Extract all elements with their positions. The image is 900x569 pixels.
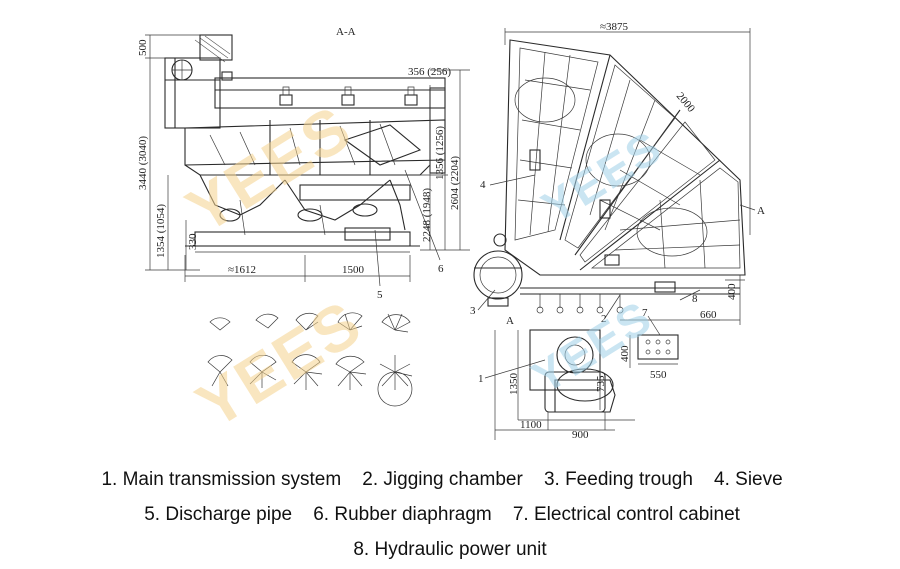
dim-330: 330 [187, 233, 199, 250]
callout-4: 4 [480, 179, 486, 191]
dim-1500: 1500 [342, 264, 365, 276]
callout-6: 6 [438, 263, 444, 275]
dim-400-right: 400 [726, 283, 738, 300]
watermark-bottom-right: YEES [523, 290, 661, 403]
legend-item-5: 5. Discharge pipe [144, 504, 293, 525]
legend-item-6: 6. Rubber diaphragm [313, 504, 492, 525]
plan-view: ≈3875 [470, 21, 765, 441]
legend-item-2: 2. Jigging chamber [362, 469, 523, 490]
valve-position-sketches [207, 312, 413, 407]
dim-735: 735 [595, 375, 607, 392]
dim-900: 900 [572, 429, 589, 441]
dim-500: 500 [137, 39, 149, 56]
watermark-left: YEES [174, 91, 364, 247]
callout-3: 3 [470, 305, 476, 317]
side-elevation-view: A-A [137, 26, 470, 301]
callout-1: 1 [478, 373, 484, 385]
dim-2000: 2000 [674, 90, 698, 115]
legend-item-1: 1. Main transmission system [101, 469, 342, 490]
dim-550: 550 [650, 369, 667, 381]
dim-1356: 1356 (1256) [434, 126, 446, 180]
dim-400-cabinet: 400 [619, 345, 631, 362]
dim-1354: 1354 (1054) [155, 204, 167, 258]
section-mark-a-bottom: A [506, 315, 514, 327]
section-label: A-A [336, 26, 356, 38]
dim-3440: 3440 (3040) [137, 136, 149, 190]
dim-660: 660 [700, 309, 717, 321]
section-mark-a-top: A [757, 205, 765, 217]
engineering-drawing: A-A [137, 21, 765, 442]
callout-8: 8 [692, 293, 698, 305]
dim-1612: ≈1612 [228, 264, 256, 276]
dim-1350: 1350 [508, 373, 520, 396]
dim-top-width: ≈3875 [600, 21, 629, 33]
callout-7: 7 [642, 307, 648, 319]
callout-5: 5 [377, 289, 383, 301]
legend-item-3: 3. Feeding trough [543, 469, 693, 490]
legend-item-8: 8. Hydraulic power unit [353, 539, 547, 560]
legend-item-7: 7. Electrical control cabinet [512, 504, 740, 525]
dim-1100: 1100 [520, 419, 542, 431]
legend-item-4: 4. Sieve [714, 469, 783, 490]
dim-2604: 2604 (2204) [449, 156, 461, 210]
dim-2248: 2248 (1948) [421, 188, 433, 242]
dim-356: 356 (256) [408, 66, 451, 78]
watermark-bottom-left: YEES [184, 286, 374, 442]
callout-2: 2 [601, 313, 607, 325]
parts-legend: 1. Main transmission system 2. Jigging c… [60, 462, 840, 567]
